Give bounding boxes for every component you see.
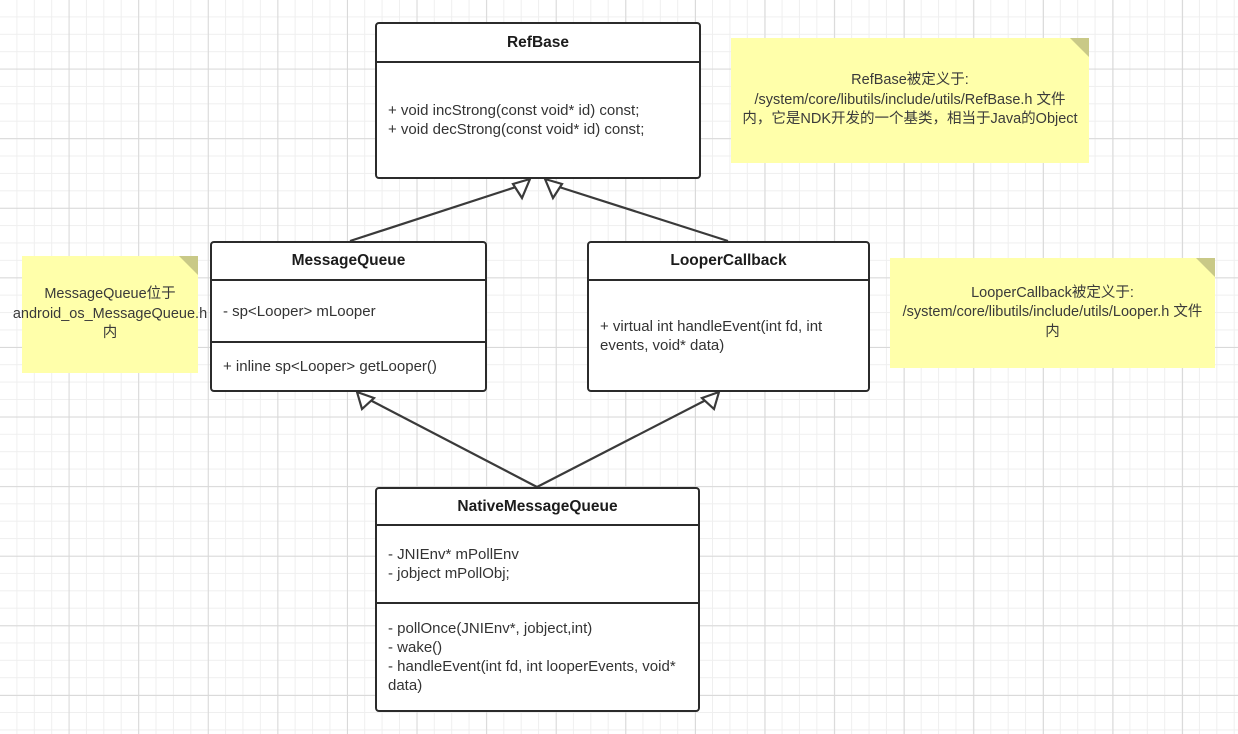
class-methods-refbase: + void incStrong(const void* id) const; …: [377, 61, 699, 177]
class-attributes-native-message-queue: - JNIEnv* mPollEnv - jobject mPollObj;: [377, 524, 698, 602]
class-box-native-message-queue[interactable]: NativeMessageQueue - JNIEnv* mPollEnv - …: [375, 487, 700, 712]
note-fold-corner: [1196, 258, 1215, 277]
note-fold-corner: [179, 256, 198, 275]
class-methods-looper-callback: + virtual int handleEvent(int fd, int ev…: [589, 279, 868, 390]
class-attributes-message-queue: - sp<Looper> mLooper: [212, 279, 485, 341]
edge-native-message-queue-to-message-queue: [355, 390, 538, 488]
note-looper-callback[interactable]: LooperCallback被定义于: /system/core/libutil…: [890, 258, 1215, 368]
note-text: MessageQueue位于android_os_MessageQueue.h内: [12, 286, 208, 342]
note-refbase[interactable]: RefBase被定义于: /system/core/libutils/inclu…: [731, 38, 1089, 163]
class-title-looper-callback: LooperCallback: [670, 252, 787, 269]
method-row: + void incStrong(const void* id) const;: [388, 102, 640, 119]
class-title-native-message-queue: NativeMessageQueue: [457, 497, 618, 515]
method-row: + inline sp<Looper> getLooper(): [223, 358, 437, 375]
method-row: - pollOnce(JNIEnv*, jobject,int): [388, 620, 593, 637]
method-row: - wake(): [388, 639, 443, 656]
class-box-looper-callback[interactable]: LooperCallback + virtual int handleEvent…: [587, 241, 870, 392]
class-box-refbase[interactable]: RefBase + void incStrong(const void* id)…: [375, 22, 701, 179]
class-methods-message-queue: + inline sp<Looper> getLooper(): [212, 341, 485, 390]
class-box-message-queue[interactable]: MessageQueue - sp<Looper> mLooper + inli…: [210, 241, 487, 392]
class-title-refbase: RefBase: [506, 33, 570, 51]
class-methods-native-message-queue: - pollOnce(JNIEnv*, jobject,int) - wake(…: [377, 602, 698, 710]
attribute-row: - sp<Looper> mLooper: [223, 302, 376, 320]
note-text: LooperCallback被定义于: /system/core/libutil…: [902, 284, 1203, 340]
edge-looper-callback-to-refbase: [543, 177, 729, 243]
attribute-row: - JNIEnv* mPollEnv: [388, 546, 519, 563]
method-row: + void decStrong(const void* id) const;: [388, 121, 645, 138]
attribute-row: - jobject mPollObj;: [388, 565, 510, 582]
edge-message-queue-to-refbase: [349, 177, 532, 243]
note-text: RefBase被定义于: /system/core/libutils/inclu…: [742, 72, 1078, 128]
method-row: + virtual int handleEvent(int fd, int ev…: [600, 317, 827, 354]
edge-native-message-queue-to-looper-callback: [536, 390, 721, 488]
class-title-message-queue: MessageQueue: [291, 252, 406, 269]
method-row: - handleEvent(int fd, int looperEvents, …: [388, 658, 680, 694]
note-fold-corner: [1070, 38, 1089, 57]
note-message-queue[interactable]: MessageQueue位于android_os_MessageQueue.h内: [13, 256, 207, 373]
